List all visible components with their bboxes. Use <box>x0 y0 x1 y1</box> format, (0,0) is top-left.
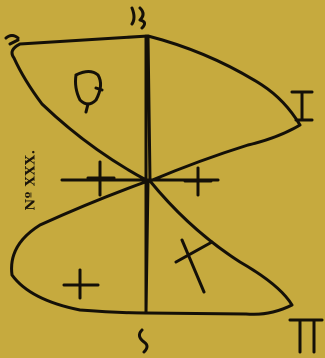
cross-mark-left <box>88 162 114 195</box>
x-mark-lower-right <box>176 240 212 292</box>
cross-mark-lower-left <box>64 270 98 298</box>
lower-right-wing-outline <box>146 181 292 314</box>
plate-number-label: Nº XXX. <box>24 149 39 210</box>
cross-mark-right <box>185 168 211 195</box>
bottom-right-mark <box>290 320 322 352</box>
top-mark <box>132 8 145 28</box>
left-corner-mark <box>6 36 18 45</box>
insect-sketch <box>76 72 103 113</box>
upper-right-wing-outline <box>148 36 300 181</box>
bottom-mark <box>139 330 147 352</box>
